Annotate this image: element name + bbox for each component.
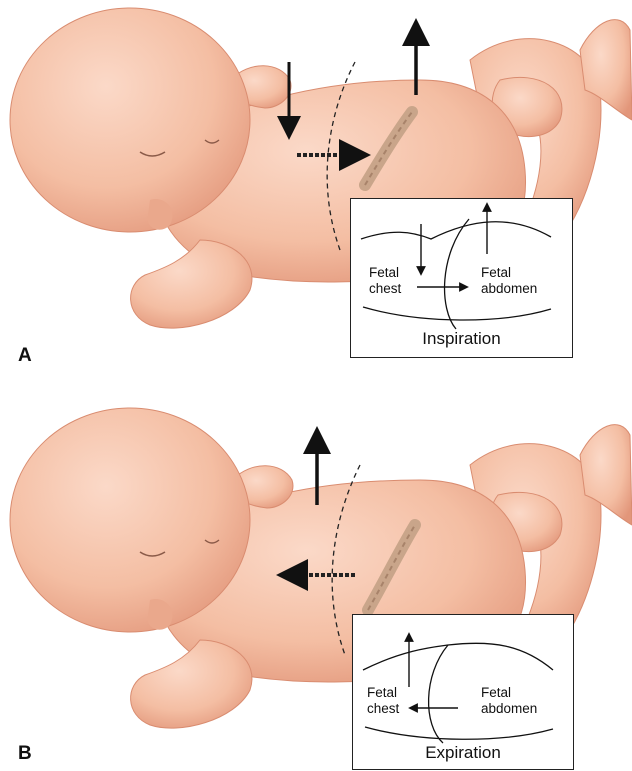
abdomen-label: Fetal abdomen — [481, 265, 537, 297]
expiration-inset: Fetal chest Fetal abdomen Expiration — [352, 614, 574, 770]
panel-expiration: B Fetal chest Fetal abdomen Expiration — [0, 385, 632, 771]
lower-contour — [363, 307, 551, 320]
inset-diaphragm — [429, 645, 448, 743]
arm-lower — [131, 240, 252, 328]
head — [10, 8, 250, 232]
upper-contour — [363, 643, 553, 670]
inset-caption: Expiration — [353, 743, 573, 763]
inspiration-inset: Fetal chest Fetal abdomen Inspiration — [350, 198, 573, 358]
lower-contour — [365, 727, 553, 739]
head — [10, 408, 250, 632]
abdomen-label: Fetal abdomen — [481, 685, 537, 717]
panel-inspiration: A Fetal chest Fetal abdomen Inspiration — [0, 0, 632, 385]
upper-contour — [361, 222, 551, 239]
inset-caption: Inspiration — [351, 329, 572, 349]
chest-label: Fetal chest — [367, 685, 399, 717]
inset-diaphragm — [445, 219, 469, 329]
panel-label-b: B — [18, 743, 32, 765]
chest-label: Fetal chest — [369, 265, 401, 297]
panel-label-a: A — [18, 345, 32, 367]
arm-lower — [131, 640, 252, 728]
